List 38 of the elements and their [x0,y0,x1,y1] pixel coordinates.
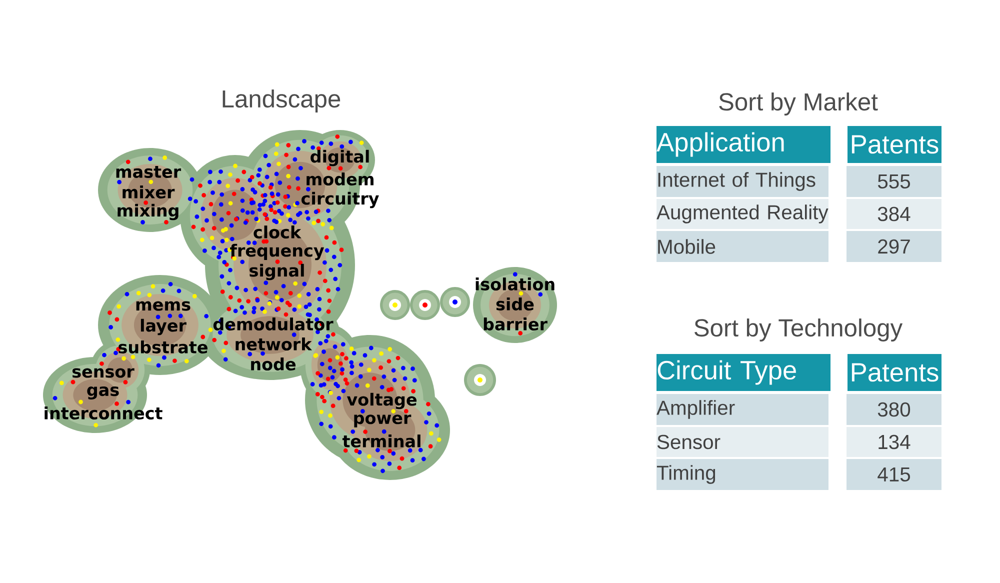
table-title: Sort by Market [719,92,878,116]
map-label: mixing [118,204,178,220]
table-cell: Amplifier [656,394,828,425]
table-cell: 415 [846,459,942,490]
table-title: Sort by Technology [694,318,903,342]
map-title: Landscape [222,90,340,112]
table-cell: Internet of Things [656,166,828,197]
map-label: mixer [122,186,175,198]
table-cell: Sensor [656,427,828,457]
map-label: terminal [342,434,420,448]
table-header-cell: Application [656,126,830,163]
map-label: power [354,414,412,428]
map-label: network [236,338,312,350]
map-label: digital [310,150,369,166]
map-label: gas [87,386,119,400]
map-label: layer [140,318,186,336]
table-cell: Mobile [656,231,828,262]
map-label: mems [136,301,190,311]
map-label: substrate [118,340,208,354]
map-label: barrier [484,318,548,330]
map-label: sensor [72,368,134,378]
map-label: node [251,358,296,370]
map-label: frequency [230,244,324,260]
map-label: clock [254,226,302,238]
map-label: voltage [346,392,417,410]
table-cell: Augmented Reality [656,199,828,229]
table-cell: 134 [846,427,942,457]
table-cell: 555 [846,166,942,197]
table-cell: Timing [656,459,828,490]
table-header-cell: Circuit Type [656,354,830,391]
table-header-cell: Patents [848,126,942,163]
table-header-cell: Patents [848,354,942,391]
map-label: signal [250,264,304,280]
table-cell: 297 [846,231,942,262]
table-cell: 384 [846,199,942,229]
map-label: master [116,166,182,178]
map-label: side [496,298,534,310]
table-cell: 380 [846,394,942,425]
